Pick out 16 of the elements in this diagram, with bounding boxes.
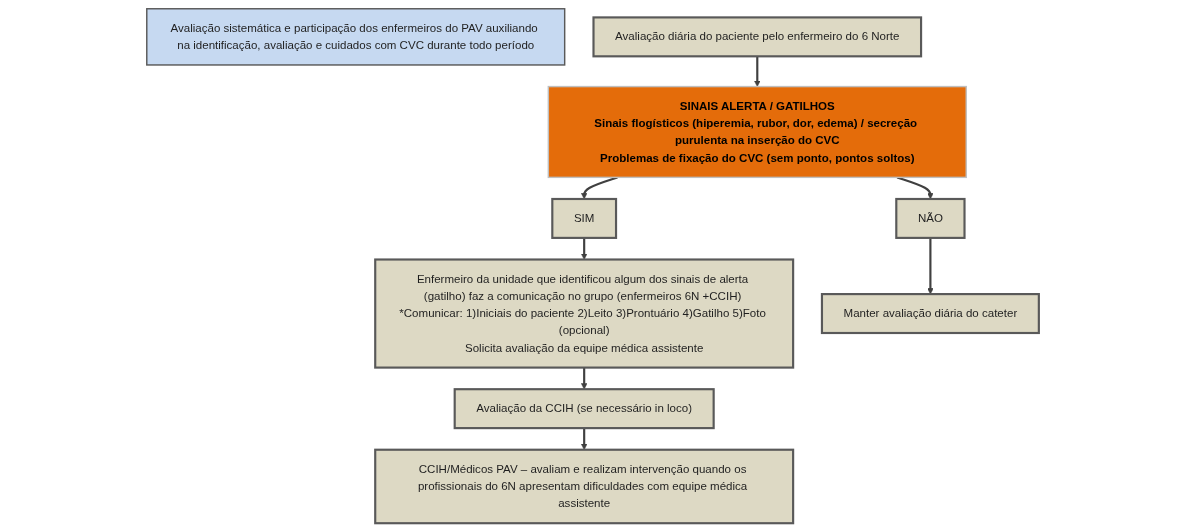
node-box: Avaliação da CCIH (se necessário in loco) bbox=[453, 387, 715, 429]
arrow bbox=[580, 237, 588, 260]
arrow bbox=[896, 175, 934, 199]
node-box: SIM bbox=[550, 197, 617, 239]
node-box: SINAIS ALERTA / GATILHOS Sinais flogísticos (hiperemia, rubor, dor, edema) / secreção purulenta na inserção do CVC Problemas de fixação do CVC (sem ponto, pontos soltos) bbox=[547, 85, 967, 178]
arrow bbox=[926, 237, 934, 294]
arrow bbox=[580, 175, 618, 199]
node-box: NÃO bbox=[894, 197, 966, 239]
node-box: Enfermeiro da unidade que identificou algum dos sinais de alerta (gatilho) faz a comunicação no grupo (enfermeiros 6N +CCIH) *Comunicar: 1)Iniciais do paciente 2)Leito 3)Prontuário 4)Gatilho 5)Foto (opcional) Solicita avaliação da equipe médica assistente bbox=[373, 257, 794, 369]
node-box: Avaliação diária do paciente pelo enfermeiro do 6 Norte bbox=[592, 15, 922, 57]
node-box: Avaliação sistemática e participação dos enfermeiros do PAV auxiliando na identificação, avaliação e cuidados com CVC durante todo período bbox=[145, 7, 566, 66]
arrow bbox=[580, 367, 588, 389]
node-box: Manter avaliação diária do cateter bbox=[820, 292, 1040, 334]
arrow bbox=[580, 427, 588, 450]
arrow bbox=[753, 55, 761, 87]
node-box: CCIH/Médicos PAV – avaliam e realizam intervenção quando os profissionais do 6N apresentam dificuldades com equipe médica assistente bbox=[373, 448, 794, 524]
